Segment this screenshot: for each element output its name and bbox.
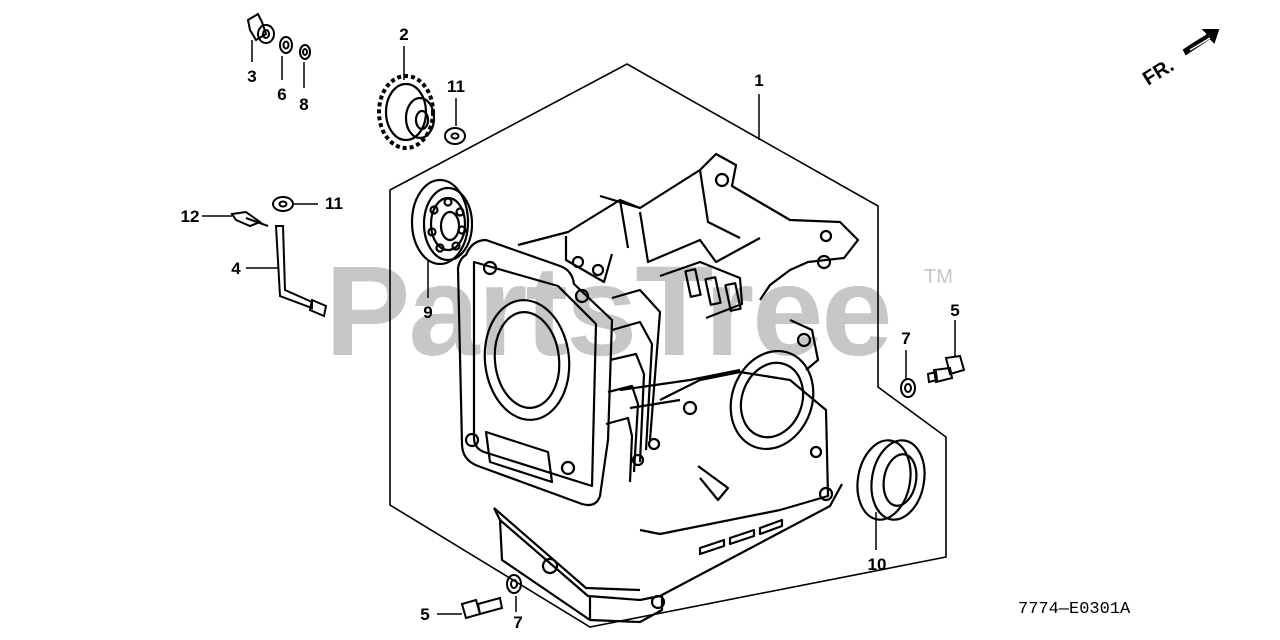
callout-10: 10 [868,555,887,574]
part-10-oil-seal [856,439,926,521]
callout-7-bottom: 7 [513,613,522,632]
crankcase-body [456,152,860,624]
part-6-washer [279,36,293,54]
callout-7-right: 7 [901,329,910,348]
part-11-washer-lower [272,196,294,212]
callout-4: 4 [231,259,241,278]
part-12-clip [230,210,269,228]
part-3-breather [246,12,275,44]
callout-5-bottom: 5 [420,605,429,624]
callout-6: 6 [277,85,286,104]
watermark-trademark: TM [924,266,953,288]
callout-1: 1 [754,71,763,90]
part-2-gear [377,74,436,150]
part-11-washer-upper [444,127,466,145]
callout-11-lower: 11 [325,194,343,213]
part-7-washer-right [900,378,916,398]
part-8-washer [299,44,311,60]
front-direction-label: FR. [1139,55,1178,91]
part-5-bolt-right [926,354,966,384]
arrow-up-right-icon [1182,29,1220,56]
callout-3: 3 [247,67,256,86]
callout-2: 2 [399,25,408,44]
part-7-washer-bottom [506,574,522,594]
leader-lines [202,40,956,615]
callout-5-right: 5 [950,301,959,320]
part-5-bolt-bottom [460,596,504,620]
callout-11-upper: 11 [447,77,465,96]
callout-12: 12 [181,207,200,226]
part-9-bearing [410,178,474,266]
callout-9: 9 [423,303,432,322]
part-1-outline [389,63,947,628]
callout-8: 8 [299,95,308,114]
drawing-code: 7774—E0301A [1018,600,1131,619]
part-4-rod [274,225,328,318]
callout-numbers: 1 2 3 6 8 11 11 12 4 9 7 5 10 5 7 [181,25,960,632]
